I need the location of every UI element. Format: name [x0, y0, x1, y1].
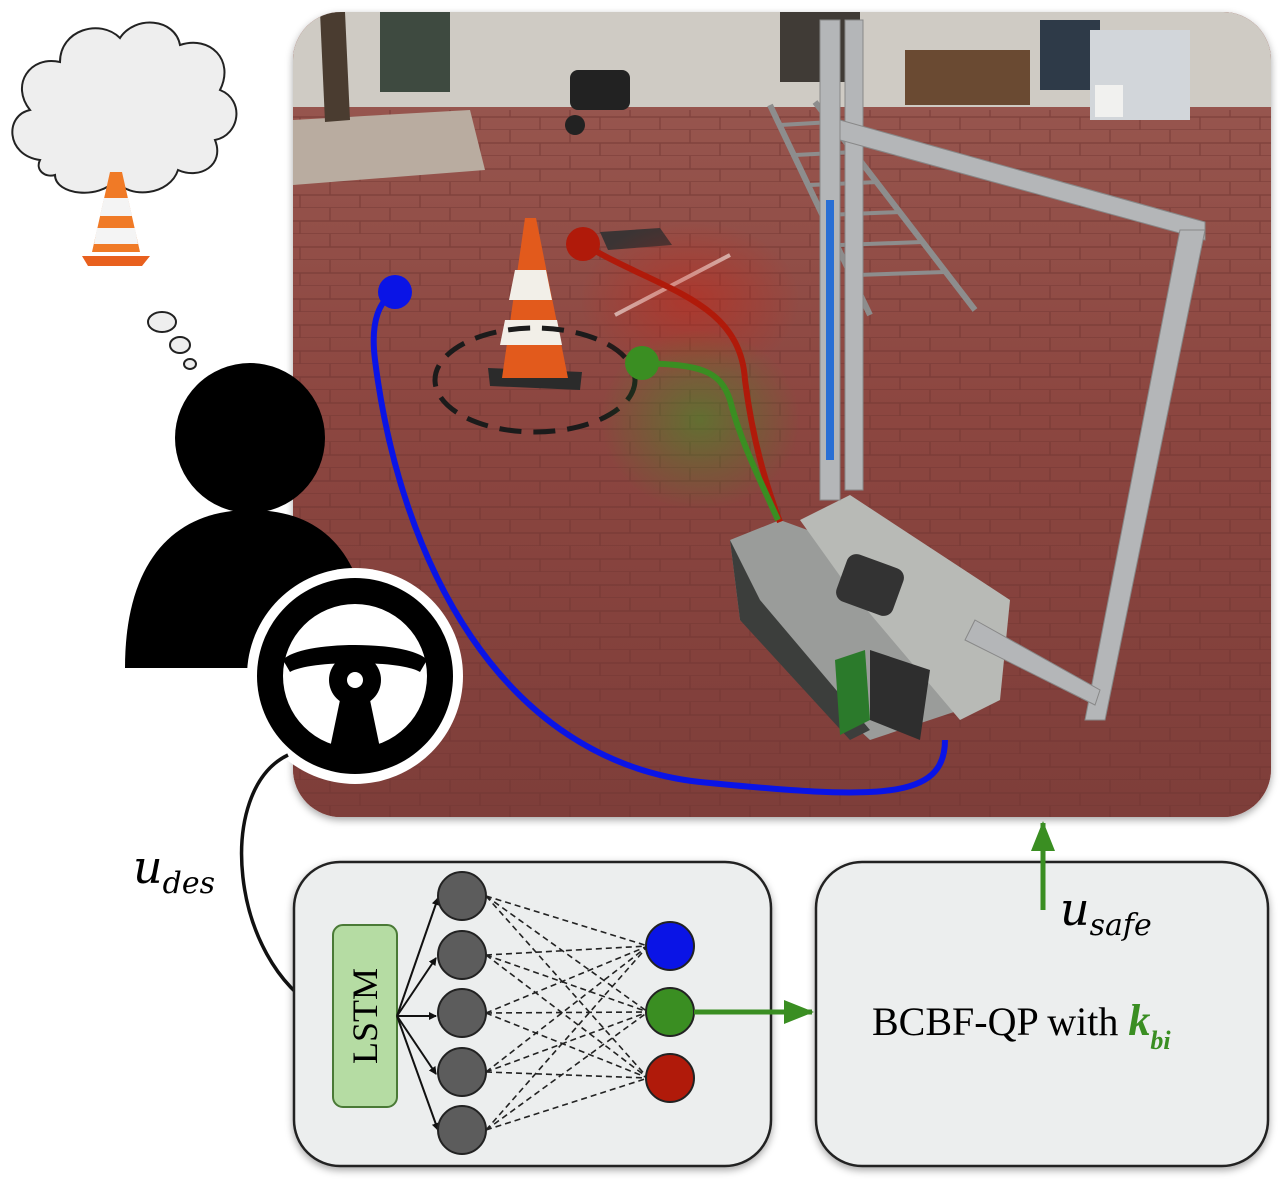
hidden-neuron: [437, 1105, 487, 1155]
hidden-neuron: [437, 930, 487, 980]
bench: [905, 50, 1030, 105]
output-neuron-red: [645, 1053, 695, 1103]
u-safe-label: usafe: [1060, 882, 1152, 943]
blue-endpoint: [378, 275, 412, 309]
output-neuron-blue: [645, 921, 695, 971]
cart: [565, 70, 630, 135]
robot: [730, 495, 1010, 740]
u-des-arrow: [239, 753, 322, 1012]
planter: [293, 110, 485, 185]
hidden-neuron: [437, 871, 487, 921]
lstm-arrows: [396, 897, 440, 1131]
output-neuron-green: [645, 987, 695, 1037]
u-des-label: udes: [133, 840, 215, 901]
qp-label: BCBF-QP with kbi: [872, 996, 1171, 1055]
lstm-label: LSTM: [345, 968, 385, 1064]
traffic-cone-icon: [82, 172, 150, 266]
blue-trajectory: [370, 289, 948, 796]
dense-connections: [485, 895, 649, 1131]
red-trajectory: [583, 242, 783, 524]
traffic-cone-photo: [488, 218, 582, 390]
hidden-neurons: [437, 871, 487, 1155]
hidden-neuron: [437, 988, 487, 1038]
red-endpoint: [566, 227, 600, 261]
steering-wheel-icon: [247, 568, 463, 784]
output-neurons: [645, 921, 695, 1103]
green-endpoint: [625, 346, 659, 380]
hidden-neuron: [437, 1047, 487, 1097]
green-trajectory: [642, 360, 781, 522]
